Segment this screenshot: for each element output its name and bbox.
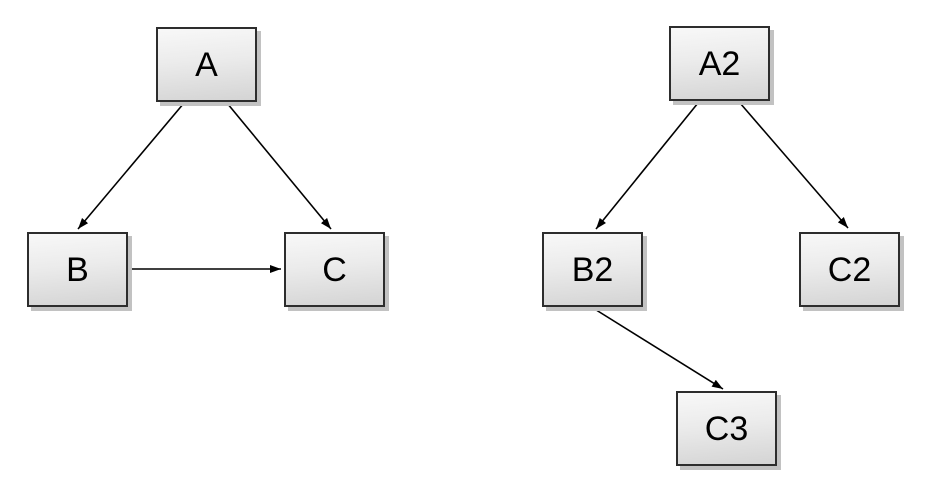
node-b-label: B: [66, 250, 89, 289]
node-c-label: C: [322, 250, 347, 289]
node-b2: B2: [542, 232, 643, 307]
edge-a-to-b: [77, 102, 185, 230]
edge-a2-to-c2: [739, 102, 849, 229]
node-a2: A2: [669, 26, 770, 101]
node-b: B: [27, 232, 128, 307]
node-c2-label: C2: [827, 250, 872, 289]
node-a: A: [156, 27, 257, 102]
node-c: C: [284, 232, 385, 307]
edge-b2-to-c3: [592, 307, 724, 390]
node-a-label: A: [195, 45, 218, 84]
edge-a2-to-b2: [595, 102, 699, 230]
node-c3: C3: [676, 391, 777, 466]
edge-a-to-c: [226, 102, 332, 230]
node-c3-label: C3: [704, 409, 749, 448]
node-c2: C2: [799, 232, 900, 307]
node-b2-label: B2: [571, 250, 614, 289]
node-a2-label: A2: [698, 44, 741, 83]
